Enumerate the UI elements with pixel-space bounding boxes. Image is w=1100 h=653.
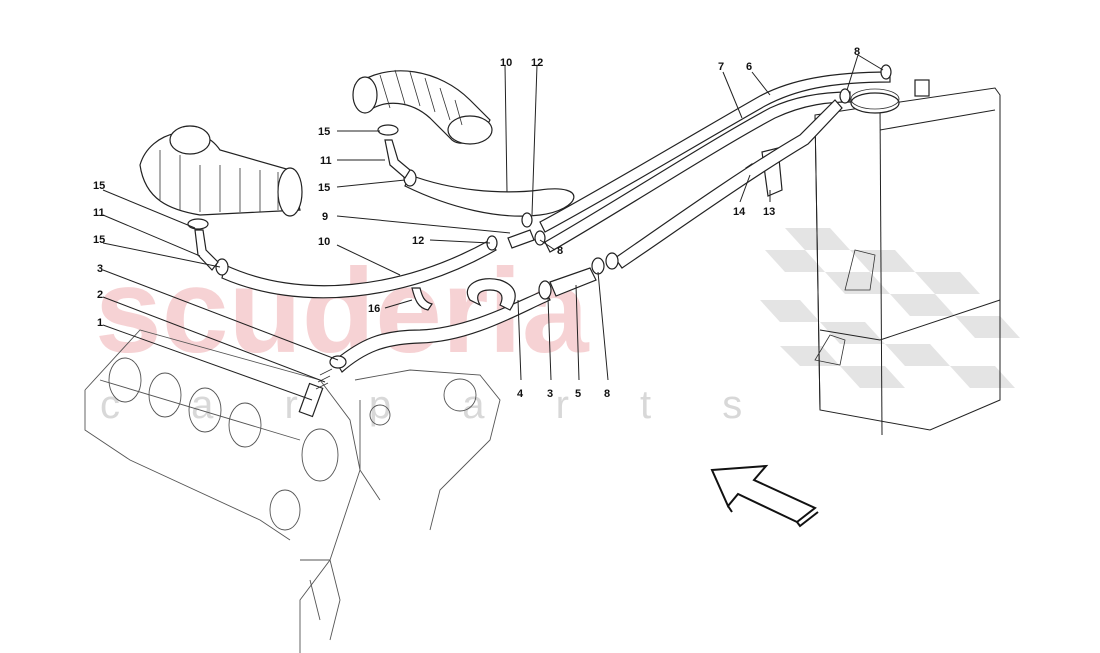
callout-15-a: 15	[318, 126, 330, 138]
callout-8-mid: 8	[557, 245, 563, 257]
intake-duct-upper	[352, 69, 493, 145]
callout-8-top: 8	[854, 46, 860, 58]
callout-15-c: 15	[93, 180, 105, 192]
callout-10-top: 10	[500, 57, 512, 69]
bracket-16	[411, 287, 433, 311]
callout-14: 14	[733, 206, 746, 218]
callout-labels: 10 12 7 6 8 15 11 15 9 10 12 8 15 11 15 …	[93, 46, 860, 400]
intake-duct-lower	[139, 125, 303, 217]
hose-10-lower	[221, 239, 497, 299]
callout-4: 4	[517, 388, 524, 400]
hose-clamps	[215, 64, 892, 369]
callout-16: 16	[368, 303, 380, 315]
leader-lines	[102, 54, 884, 401]
callout-8-bottom: 8	[604, 388, 610, 400]
watermark-sub: c a r p a r t s	[100, 383, 772, 427]
callout-15-b: 15	[318, 182, 330, 194]
callout-12-mid: 12	[412, 235, 424, 247]
callout-6: 6	[746, 61, 752, 73]
callout-5: 5	[575, 388, 581, 400]
forward-direction-arrow-icon	[710, 464, 819, 528]
pipe-5	[549, 252, 619, 297]
hose-10-upper	[404, 174, 575, 217]
callout-13: 13	[763, 206, 775, 218]
callout-12-top: 12	[531, 57, 543, 69]
callout-2: 2	[97, 289, 103, 301]
callout-11-b: 11	[93, 207, 105, 219]
checker-flag-watermark	[760, 228, 1020, 388]
engine-block	[84, 329, 501, 653]
callout-7: 7	[718, 61, 724, 73]
hose-6-7	[539, 71, 891, 269]
callout-9: 9	[322, 211, 328, 223]
expansion-tank	[814, 79, 1001, 436]
callout-15-d: 15	[93, 234, 105, 246]
callout-3-bottom: 3	[547, 388, 553, 400]
callout-3-left: 3	[97, 263, 103, 275]
callout-1: 1	[97, 317, 103, 329]
hose-4	[334, 278, 551, 373]
callout-11-a: 11	[320, 155, 332, 167]
callout-10-mid: 10	[318, 236, 330, 248]
